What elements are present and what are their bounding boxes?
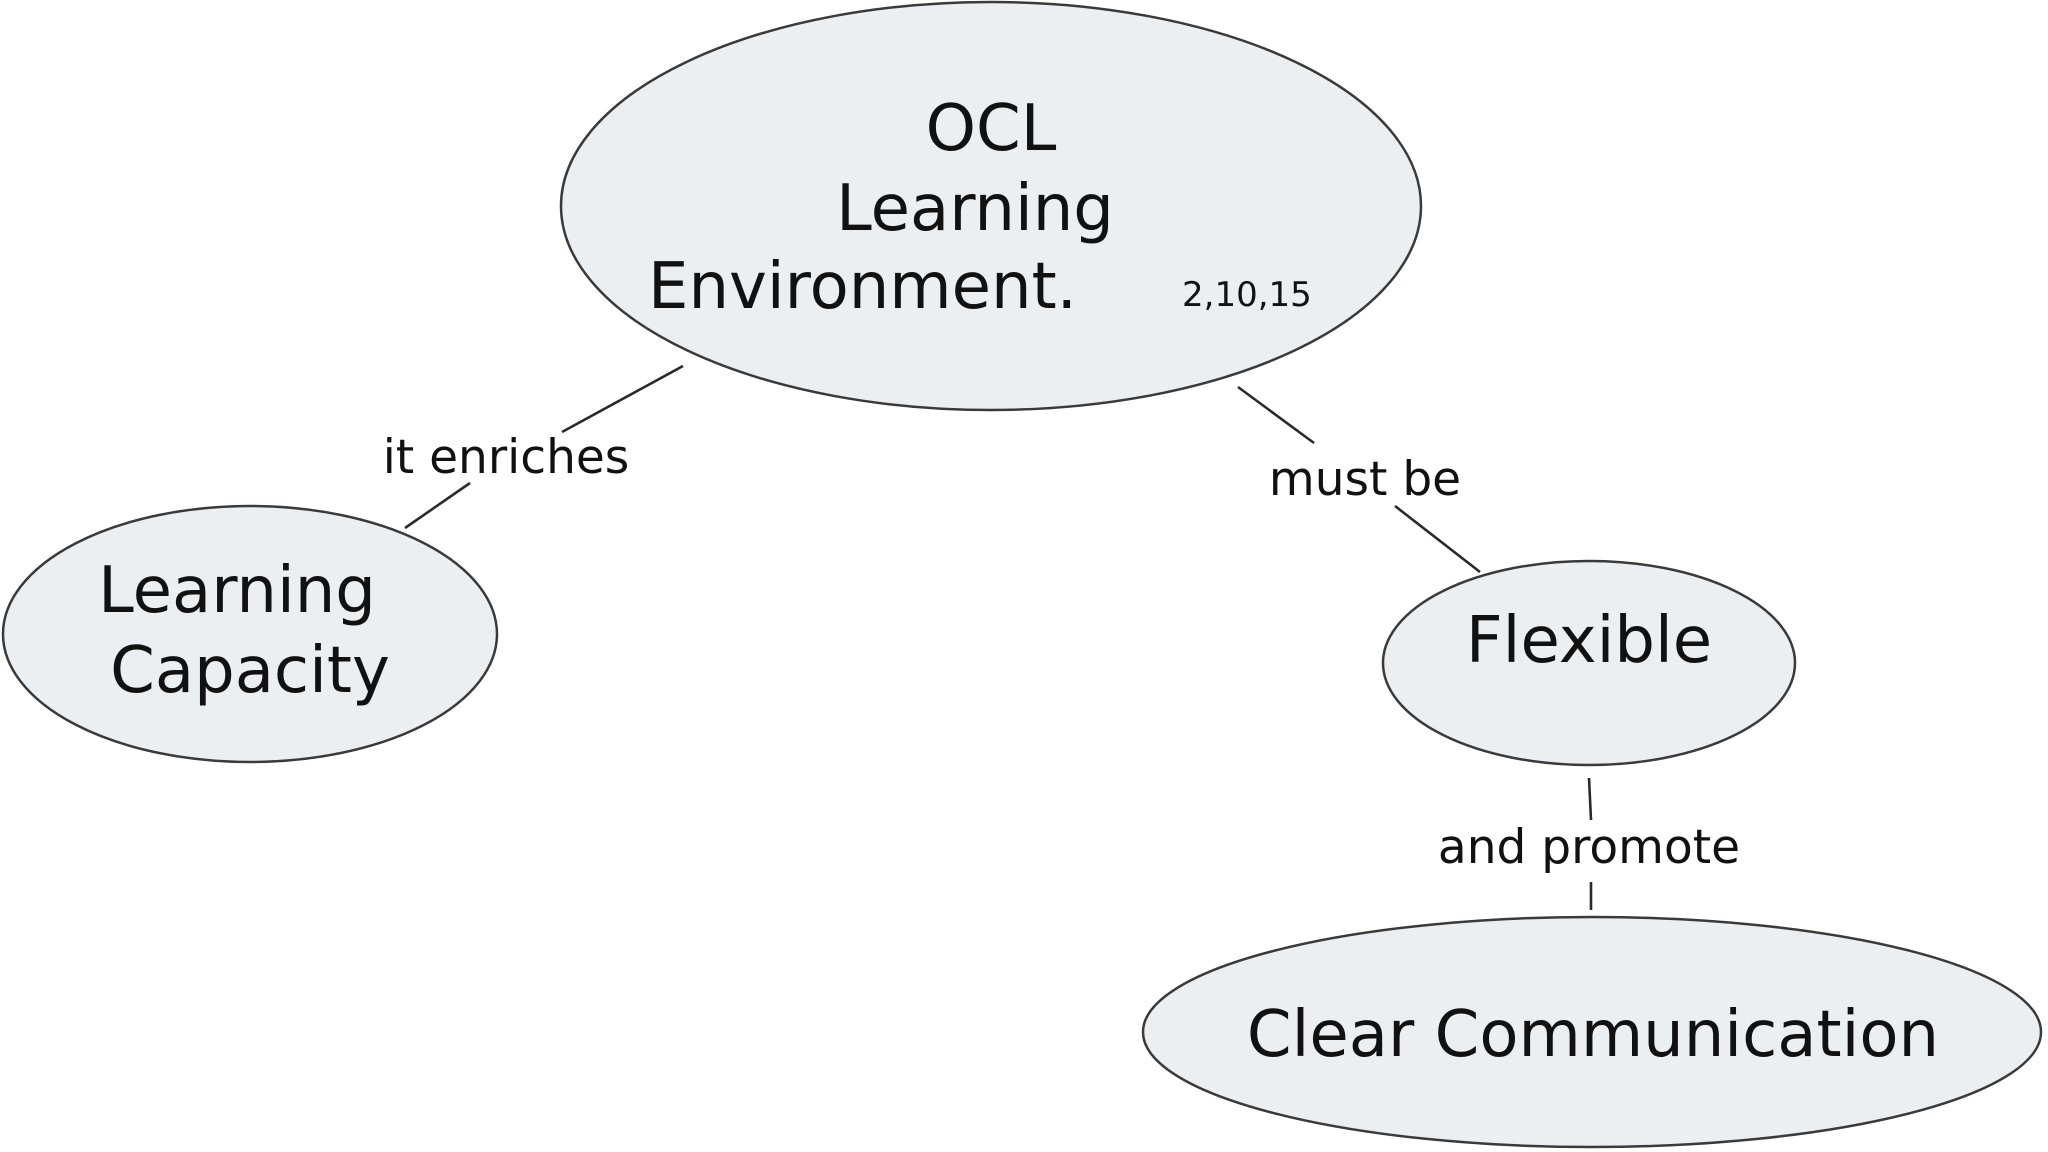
connector-flexible-to-and-promote xyxy=(1587,777,1593,821)
link-label-must-be: must be xyxy=(1269,452,1461,507)
node-flexible-shape xyxy=(1381,559,1797,767)
node-ocl-reference: 2,10,15 xyxy=(1182,275,1312,315)
connector-it-enriches-to-learning-capacity xyxy=(404,481,471,530)
node-flexible: Flexible xyxy=(1381,559,1797,767)
node-learning-capacity-shape xyxy=(1,504,499,764)
node-learning-capacity-line-2: Capacity xyxy=(110,634,390,708)
node-ocl-line-1: OCL xyxy=(926,92,1057,166)
connector-ocl-to-must-be xyxy=(1237,385,1315,445)
connector-must-be-to-flexible xyxy=(1394,504,1481,574)
node-learning-capacity-line-1: Learning xyxy=(98,554,376,628)
connector-ocl-to-it-enriches xyxy=(561,364,684,434)
node-clear-communication-label: Clear Communication xyxy=(1247,998,1939,1072)
node-ocl-shape xyxy=(559,0,1423,412)
link-label-it-enriches: it enriches xyxy=(383,430,630,485)
node-clear-communication-shape xyxy=(1141,915,2043,1149)
node-ocl-line-2: Learning xyxy=(836,172,1114,246)
node-flexible-label: Flexible xyxy=(1466,604,1712,678)
node-learning-capacity: Learning Capacity xyxy=(1,504,499,764)
link-label-and-promote: and promote xyxy=(1438,820,1740,875)
node-clear-communication: Clear Communication xyxy=(1141,915,2043,1149)
node-ocl-line-3: Environment. xyxy=(648,250,1077,324)
node-ocl-learning-environment: OCL Learning Environment. 2,10,15 xyxy=(559,0,1423,412)
